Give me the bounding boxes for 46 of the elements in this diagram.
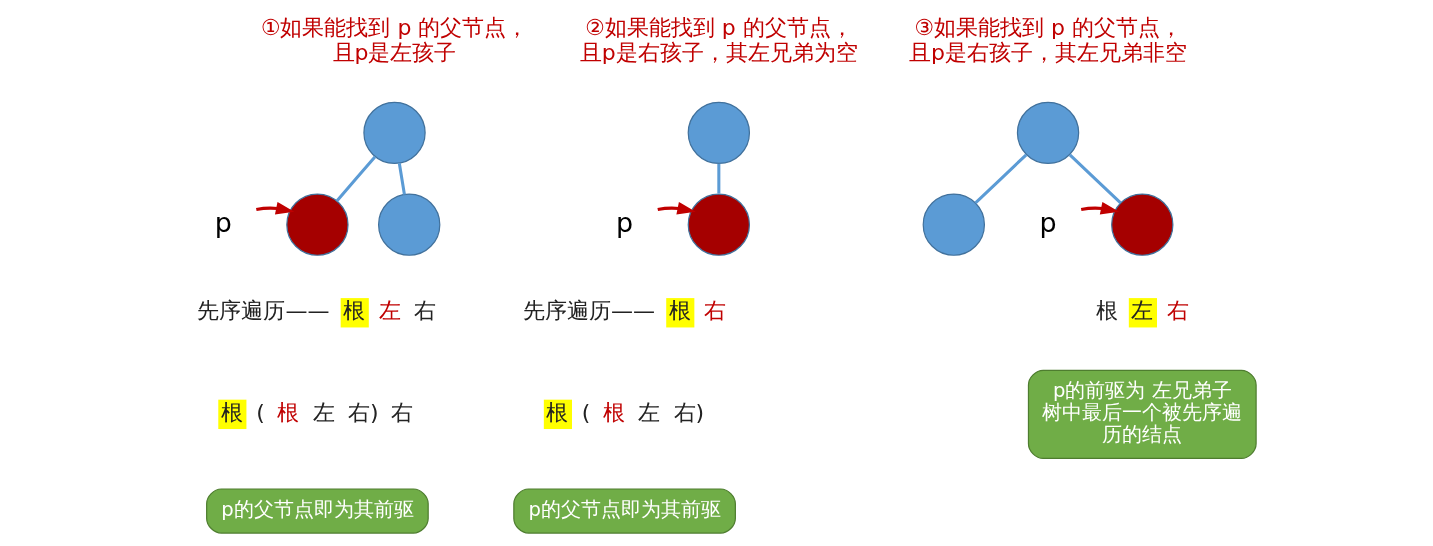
node-box: p的前驱为 左兄弟子树中最后一个被先序遍历的结点	[1027, 369, 1257, 460]
label: 右	[413, 298, 436, 324]
node-text: p	[615, 206, 633, 238]
label: ②如果能找到 p 的父节点，且p是右孩子，其左兄弟为空	[579, 15, 858, 65]
arrow	[656, 201, 696, 215]
label: 左	[312, 399, 335, 425]
arrow	[255, 201, 294, 215]
label: 根	[668, 298, 691, 324]
node-text: p	[214, 206, 232, 238]
connector	[397, 163, 406, 195]
node-circle	[922, 193, 985, 256]
label: 根	[342, 298, 365, 324]
label: 右)	[673, 399, 704, 425]
label: 右	[390, 399, 413, 425]
label: 先序遍历——	[522, 298, 655, 324]
label: 右	[703, 298, 726, 324]
connector	[1068, 153, 1122, 204]
connector	[716, 163, 720, 194]
node-circle	[1016, 101, 1079, 165]
label: (	[581, 399, 590, 425]
label: (	[255, 399, 265, 425]
node-circle	[377, 193, 440, 256]
node-circle	[687, 193, 750, 256]
label: 左	[637, 399, 660, 425]
label: 左	[378, 298, 401, 324]
node-circle	[687, 101, 750, 165]
label: ①如果能找到 p 的父节点，且p是左孩子	[260, 15, 528, 65]
node-box: p的父节点即为其前驱	[512, 488, 736, 534]
label: 右	[1166, 298, 1189, 324]
node-circle	[285, 193, 349, 256]
label: 根	[545, 399, 568, 425]
connector	[974, 153, 1027, 204]
label: 根	[220, 399, 243, 425]
label: 先序遍历——	[196, 298, 330, 324]
arrow	[1080, 201, 1119, 215]
label: 根	[276, 399, 299, 425]
node-box: p的父节点即为其前驱	[205, 488, 429, 534]
label: 左	[1130, 298, 1153, 324]
node-circle	[1110, 193, 1173, 256]
connector	[335, 155, 376, 202]
label: ③如果能找到 p 的父节点，且p是右孩子，其左兄弟非空	[908, 15, 1187, 65]
label: 根	[602, 399, 625, 425]
label: 根	[1095, 298, 1118, 324]
node-text: p	[1039, 206, 1057, 238]
label: 右)	[347, 399, 379, 425]
node-circle	[362, 101, 426, 165]
